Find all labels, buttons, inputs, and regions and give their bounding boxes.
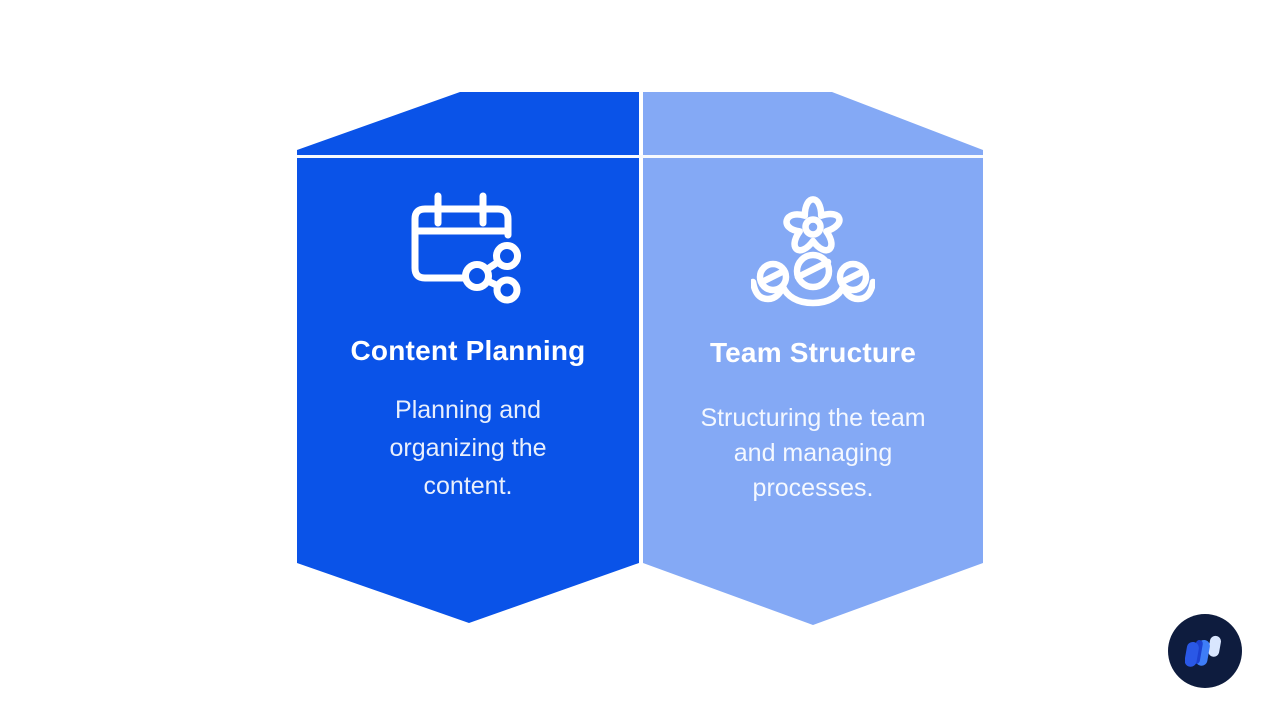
team-process-icon <box>751 196 875 316</box>
panel-description: Structuring the team and managing proces… <box>700 404 926 502</box>
panel-top-divider <box>297 155 983 158</box>
panel-description: Planning and organizing the content. <box>389 396 547 500</box>
panel-team-structure: Team Structure Structuring the team and … <box>643 92 983 625</box>
panel-title: Content Planning <box>350 335 586 366</box>
panel-content-planning: Content Planning Planning and organizing… <box>297 92 639 623</box>
panel-title: Team Structure <box>709 337 917 368</box>
brand-logo <box>1168 614 1242 688</box>
calendar-share-icon <box>408 190 528 310</box>
brand-logo-mark <box>1185 635 1221 667</box>
